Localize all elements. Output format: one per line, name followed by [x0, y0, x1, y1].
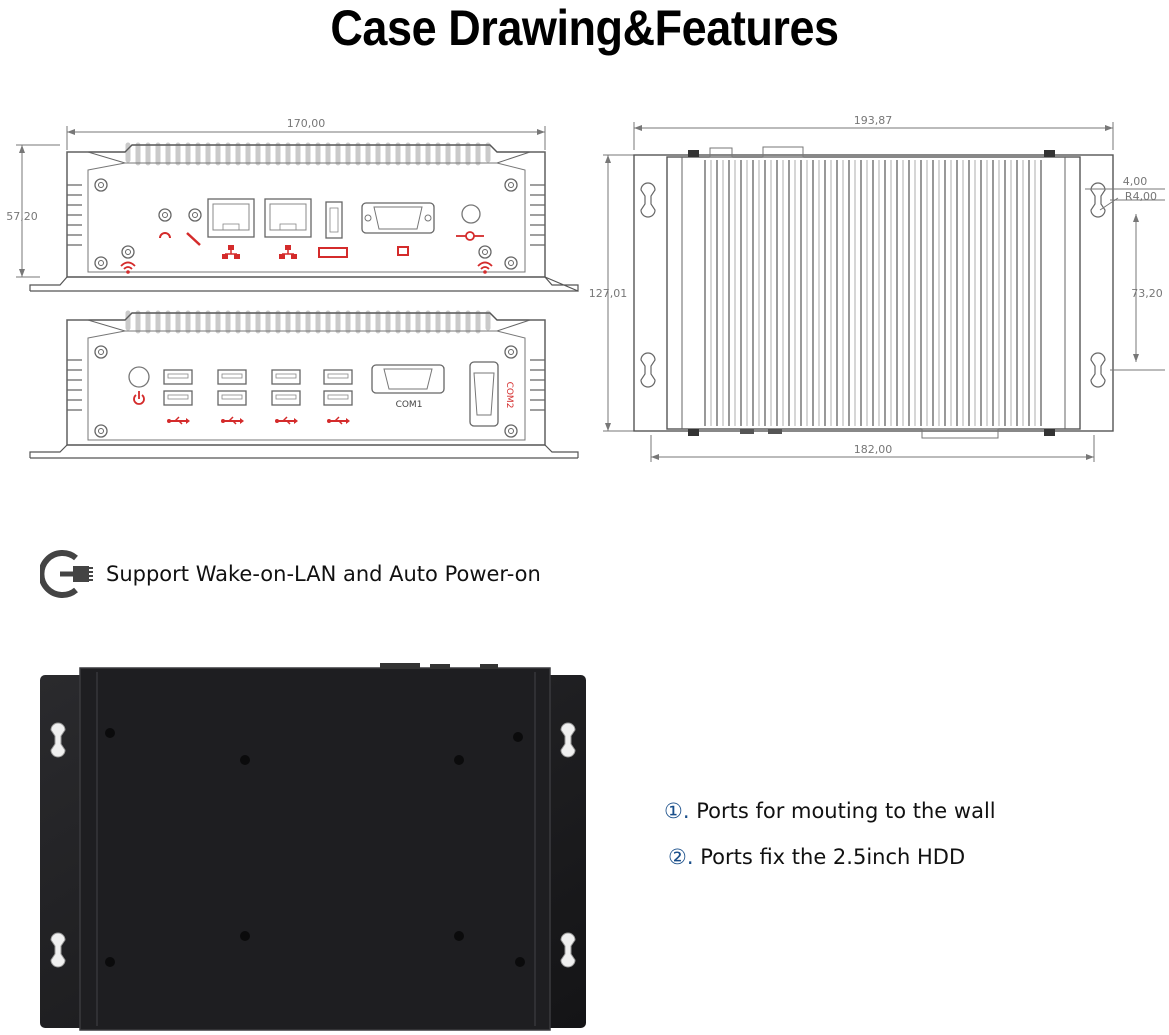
com1-label: COM1 [396, 400, 423, 410]
wake-on-lan-feature: Support Wake-on-LAN and Auto Power-on [40, 548, 541, 600]
feature-text: Support Wake-on-LAN and Auto Power-on [106, 562, 541, 586]
case-bottom-photo [40, 663, 586, 1031]
hole-offset-dimension: 4,00 [1123, 175, 1148, 188]
front-view-drawing: 170,00 57,20 [6, 117, 579, 292]
top-height-dimension: 127,01 [589, 287, 628, 300]
front-height-dimension: 57,20 [6, 210, 38, 223]
front-width-dimension: 170,00 [287, 117, 326, 130]
note-text: Ports fix the 2.5inch HDD [700, 845, 966, 869]
top-view-drawing: 193,87 182,00 127,01 [589, 114, 1165, 462]
note-text: Ports for mouting to the wall [696, 799, 996, 823]
com2-label: COM2 [504, 382, 514, 409]
power-lan-icon [40, 550, 93, 598]
page-title: Case Drawing&Features [330, 0, 839, 56]
hole-radius-dimension: R4,00 [1125, 190, 1157, 203]
note-hdd-mount: ②. Ports fix the 2.5inch HDD [668, 845, 965, 869]
rear-view-drawing: COM1 COM2 [29, 313, 579, 459]
note-number: ①. [664, 799, 690, 823]
bottom-width-dimension: 182,00 [854, 443, 893, 456]
hole-spacing-dimension: 73,20 [1131, 287, 1163, 300]
note-number: ②. [668, 845, 694, 869]
top-width-dimension: 193,87 [854, 114, 893, 127]
note-wall-mount: ①. Ports for mouting to the wall [664, 799, 996, 823]
